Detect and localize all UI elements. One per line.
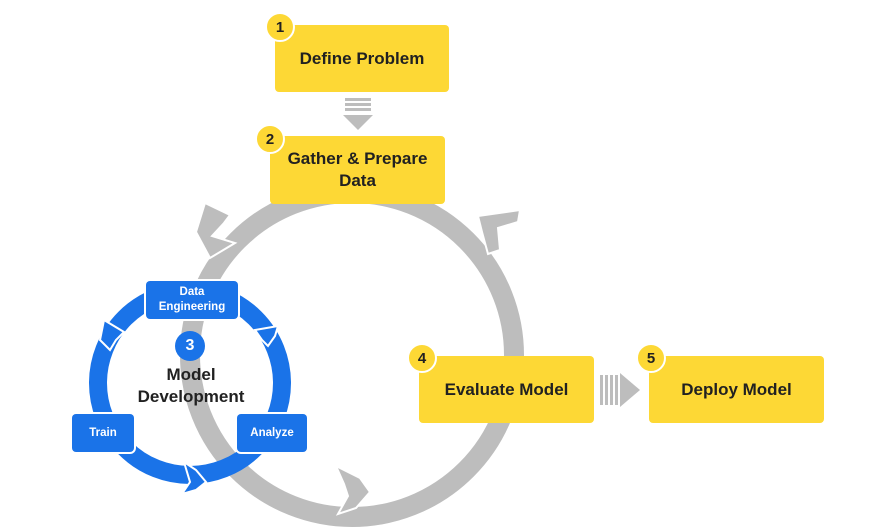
down-arrow-1-to-2 (343, 98, 373, 130)
step-5-badge: 5 (636, 343, 666, 373)
step-4-number: 4 (417, 349, 427, 367)
right-arrow-4-to-5 (600, 373, 640, 407)
step-gather-prepare-data-label: Gather & Prepare Data (287, 149, 428, 190)
outer-cycle-chevron-bottom (333, 463, 372, 516)
outer-cycle-chevron-right (476, 208, 522, 256)
substep-analyze: Analyze (237, 414, 307, 452)
step-gather-prepare-data: Gather & Prepare Data (270, 136, 445, 204)
step-define-problem-label: Define Problem (299, 48, 425, 68)
substep-train: Train (72, 414, 134, 452)
inner-cycle-chevron-right (253, 324, 280, 348)
step-3-badge: 3 (175, 331, 205, 361)
step-1-badge: 1 (265, 12, 295, 42)
step-deploy-model-label: Deploy Model (681, 379, 792, 399)
step-2-badge: 2 (255, 124, 285, 154)
outer-cycle-chevron-left (194, 201, 238, 260)
step-deploy-model: Deploy Model (649, 356, 824, 423)
inner-cycle-chevron-bottom (179, 459, 208, 496)
step-4-badge: 4 (407, 343, 437, 373)
step-model-development-label: Model Development (137, 365, 245, 406)
step-1-number: 1 (275, 18, 285, 36)
inner-cycle-chevron-left (98, 318, 126, 352)
step-evaluate-model: Evaluate Model (419, 356, 594, 423)
step-5-number: 5 (646, 349, 656, 367)
step-define-problem: Define Problem (275, 25, 449, 92)
substep-data-engineering: Data Engineering (146, 281, 238, 319)
step-2-number: 2 (265, 130, 275, 148)
step-3-number: 3 (185, 337, 195, 354)
substep-analyze-label: Analyze (250, 426, 294, 439)
substep-data-engineering-label: Data Engineering (158, 286, 226, 313)
step-evaluate-model-label: Evaluate Model (444, 379, 569, 399)
substep-train-label: Train (89, 426, 117, 439)
